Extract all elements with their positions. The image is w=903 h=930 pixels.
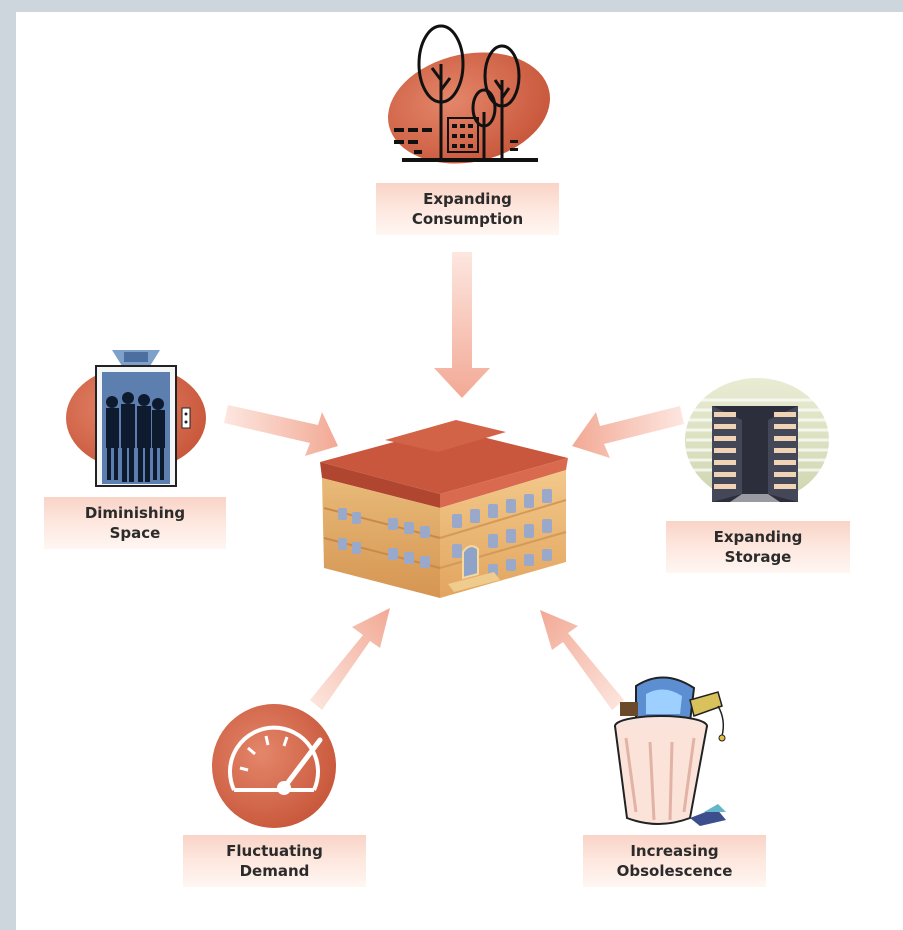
- arrow-top: [434, 252, 490, 398]
- arrow-bottom-left: [310, 608, 390, 710]
- label-line-2: Consumption: [411, 210, 524, 228]
- label-line-2: Storage: [724, 548, 792, 566]
- storage-shelves-icon: [685, 378, 830, 502]
- trash-can-icon: [614, 676, 726, 826]
- label-line-1: Expanding: [713, 528, 803, 546]
- label-line-2: Demand: [239, 862, 310, 880]
- label-expanding-consumption: Expanding Consumption: [376, 183, 559, 235]
- library-building-icon: [320, 420, 568, 598]
- label-line-1: Expanding: [423, 190, 512, 208]
- arrow-left: [224, 405, 338, 456]
- label-expanding-storage: Expanding Storage: [666, 521, 850, 573]
- label-fluctuating-demand: Fluctuating Demand: [183, 835, 366, 887]
- label-line-1: Increasing: [630, 842, 719, 860]
- label-line-2: Obsolescence: [616, 862, 733, 880]
- label-increasing-obsolescence: Increasing Obsolescence: [583, 835, 766, 887]
- elevator-people-icon: [66, 350, 206, 487]
- label-diminishing-space: Diminishing Space: [44, 497, 226, 549]
- label-line-2: Space: [109, 524, 161, 542]
- speedometer-icon: [212, 704, 336, 828]
- arrow-bottom-right: [540, 610, 624, 710]
- arrow-right: [572, 406, 684, 458]
- trees-city-icon: [388, 24, 550, 164]
- label-line-1: Fluctuating: [226, 842, 323, 860]
- label-line-1: Diminishing: [84, 504, 186, 522]
